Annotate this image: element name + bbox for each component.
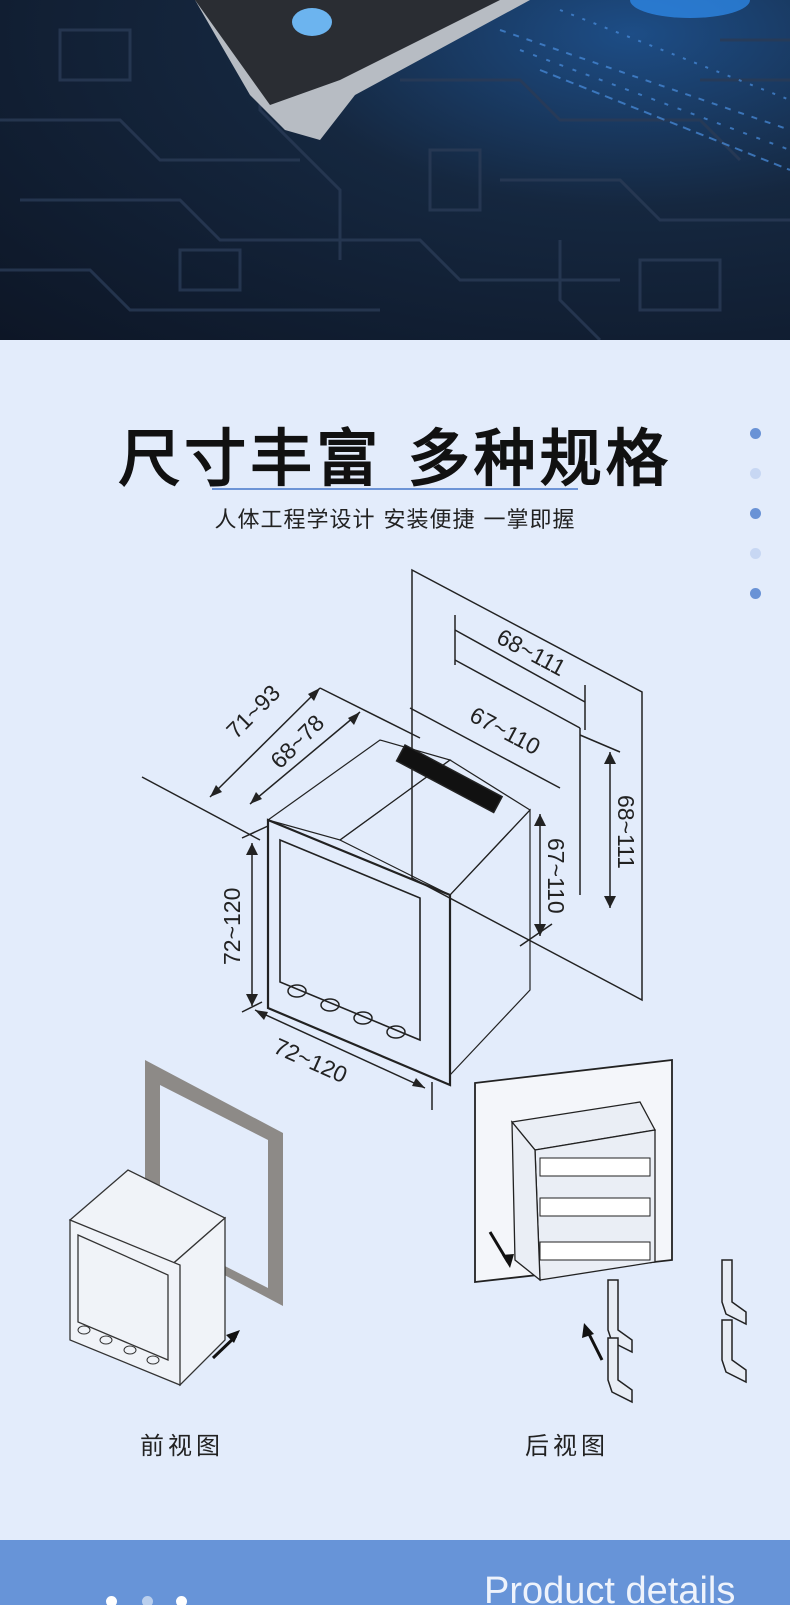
dimension-section: 尺寸丰富 多种规格 人体工程学设计 安装便捷 一掌即握 — [0, 340, 790, 1540]
dim-label: 67~110 — [466, 701, 545, 759]
title-underline — [212, 488, 578, 490]
dim-label: 72~120 — [270, 1033, 351, 1088]
footer-banner: Product details — [0, 1540, 790, 1605]
footer-dot — [176, 1596, 187, 1605]
mounting-clip — [607, 1259, 747, 1404]
page-title: 尺寸丰富 多种规格 — [118, 422, 672, 495]
dim-label: 71~93 — [221, 679, 285, 743]
rear-connector — [395, 743, 504, 814]
hero-banner — [0, 0, 790, 340]
dim-label: 68~111 — [613, 795, 639, 869]
device-button-icon — [292, 8, 332, 36]
screen — [279, 838, 421, 1042]
dimension-diagram: 71~93 68~78 68~111 67~110 68~111 67~110 … — [68, 568, 747, 1404]
panel-plate — [411, 568, 643, 1002]
front-view-illustration — [68, 1060, 283, 1387]
circuit-background — [0, 0, 790, 340]
footer-dot — [142, 1596, 153, 1605]
page-subtitle: 人体工程学设计 安装便捷 一掌即握 — [214, 508, 576, 533]
back-view-illustration — [474, 1058, 747, 1404]
decor-dot — [750, 508, 761, 519]
dim-label: 67~110 — [543, 838, 569, 914]
decor-dot — [750, 548, 761, 559]
product-details-label: Product details — [484, 1570, 736, 1605]
decor-dot — [750, 428, 761, 439]
footer-dot — [106, 1596, 117, 1605]
front-bezel — [266, 818, 452, 1087]
back-view-caption: 后视图 — [525, 1432, 609, 1460]
decor-dot — [750, 588, 761, 599]
front-view-caption: 前视图 — [140, 1432, 224, 1460]
dim-label: 72~120 — [219, 888, 245, 965]
decor-dot — [750, 468, 761, 479]
